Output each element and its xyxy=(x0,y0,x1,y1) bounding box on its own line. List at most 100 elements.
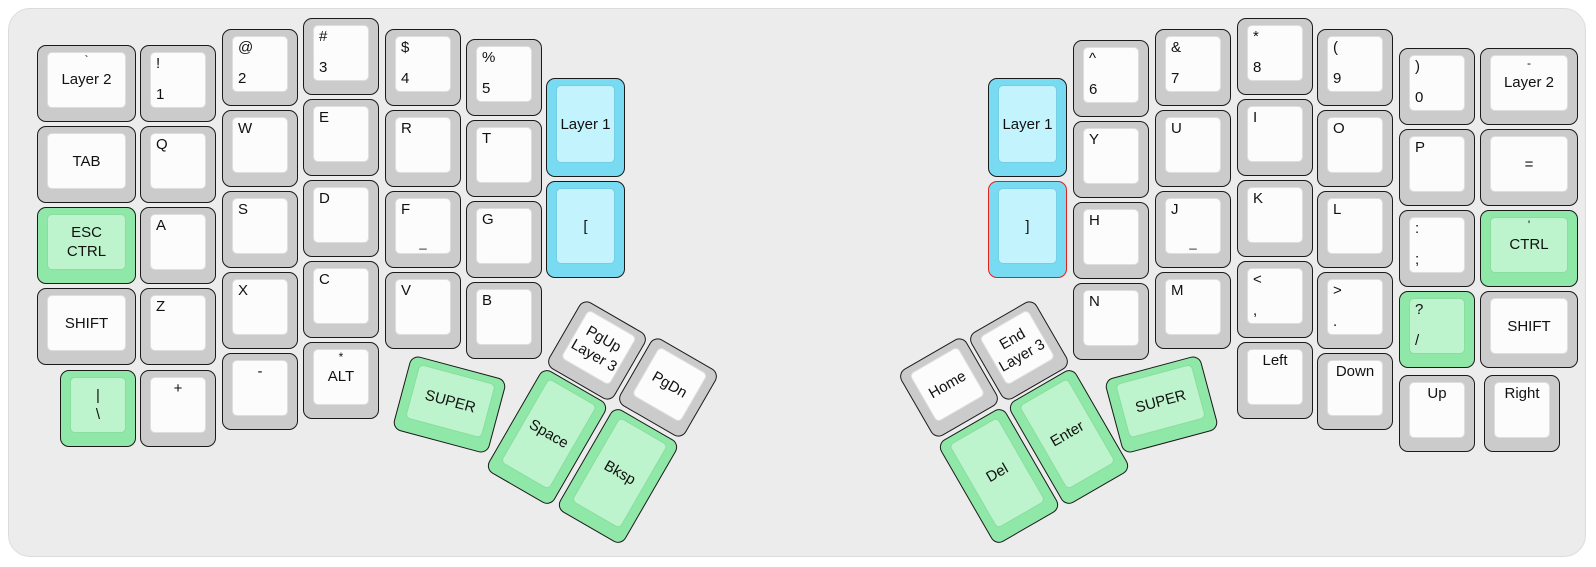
key-g[interactable]: G xyxy=(466,201,542,278)
key-label: / xyxy=(1415,332,1420,349)
key-label: Q xyxy=(156,136,168,153)
keycap-surface: M xyxy=(1165,279,1221,335)
key-k[interactable]: K xyxy=(1237,180,1313,257)
key-shift-right[interactable]: SHIFT xyxy=(1480,291,1578,368)
key-label: R xyxy=(401,120,412,137)
key-label: 8 xyxy=(1253,59,1262,76)
key-1[interactable]: !1 xyxy=(140,45,216,122)
key-label: > xyxy=(1333,282,1342,299)
key-label: 7 xyxy=(1171,70,1180,87)
key-down-arrow[interactable]: Down xyxy=(1317,353,1393,430)
key-plus[interactable]: + xyxy=(140,370,216,447)
key-label: 0 xyxy=(1415,89,1424,106)
key-pipe-backslash[interactable]: |\ xyxy=(60,370,136,447)
keycap-surface: Layer 1 xyxy=(556,85,615,163)
key-l[interactable]: L xyxy=(1317,191,1393,268)
key-5[interactable]: %5 xyxy=(466,39,542,116)
key-r[interactable]: R xyxy=(385,110,461,187)
key-minus-left[interactable]: - xyxy=(222,353,298,430)
key-n[interactable]: N xyxy=(1073,283,1149,360)
key-alt[interactable]: *ALT xyxy=(303,342,379,419)
key-label: F xyxy=(401,201,411,218)
key-slash[interactable]: ?/ xyxy=(1399,291,1475,368)
key-left-bracket[interactable]: [ xyxy=(546,181,625,278)
key-a[interactable]: A xyxy=(140,207,216,284)
key-8[interactable]: *8 xyxy=(1237,18,1313,95)
key-label: N xyxy=(1089,293,1100,310)
key-label: Right xyxy=(1504,385,1540,402)
keycap-surface: :; xyxy=(1409,217,1465,273)
key-label: ! xyxy=(156,55,161,72)
key-b[interactable]: B xyxy=(466,282,542,359)
key-shift-left[interactable]: SHIFT xyxy=(37,288,136,365)
key-f[interactable]: F_ xyxy=(385,191,461,268)
key-9[interactable]: (9 xyxy=(1317,29,1393,106)
key-y[interactable]: Y xyxy=(1073,121,1149,198)
keycap-surface: P xyxy=(1409,136,1465,192)
keycap-surface: Up xyxy=(1409,382,1465,438)
key-u[interactable]: U xyxy=(1155,110,1231,187)
key-left-arrow[interactable]: Left xyxy=(1237,342,1313,419)
key-0[interactable]: )0 xyxy=(1399,48,1475,125)
keycap-surface: Right xyxy=(1494,382,1550,438)
key-e[interactable]: E xyxy=(303,99,379,176)
key-h[interactable]: H xyxy=(1073,202,1149,279)
key-tab[interactable]: TAB xyxy=(37,126,136,203)
keycap-surface: SUPER xyxy=(404,363,496,438)
key-label: Bksp xyxy=(601,457,639,489)
key-label: SHIFT xyxy=(64,314,109,332)
keycap-surface: *ALT xyxy=(313,349,369,405)
key-2[interactable]: @2 xyxy=(222,29,298,106)
key-layer2-left[interactable]: `Layer 2 xyxy=(37,45,136,122)
key-ctrl-right[interactable]: 'CTRL xyxy=(1480,210,1578,287)
keycap-surface: -Layer 2 xyxy=(1490,55,1568,111)
key-q[interactable]: Q xyxy=(140,126,216,203)
key-label: ` xyxy=(84,53,89,67)
keycap-surface: E xyxy=(313,106,369,162)
key-label: - xyxy=(257,363,263,380)
key-super-left[interactable]: SUPER xyxy=(391,354,507,454)
key-d[interactable]: D xyxy=(303,180,379,257)
key-super-right[interactable]: SUPER xyxy=(1103,354,1219,454)
key-x[interactable]: X xyxy=(222,272,298,349)
key-up-arrow[interactable]: Up xyxy=(1399,375,1475,452)
key-label: D xyxy=(319,190,330,207)
key-3[interactable]: #3 xyxy=(303,18,379,95)
key-label: ; xyxy=(1415,251,1420,268)
key-p[interactable]: P xyxy=(1399,129,1475,206)
key-right-arrow[interactable]: Right xyxy=(1484,375,1560,452)
key-7[interactable]: &7 xyxy=(1155,29,1231,106)
key-t[interactable]: T xyxy=(466,120,542,197)
key-layer1-right[interactable]: Layer 1 xyxy=(988,78,1067,177)
key-i[interactable]: I xyxy=(1237,99,1313,176)
key-equals[interactable]: = xyxy=(1480,129,1578,206)
key-c[interactable]: C xyxy=(303,261,379,338)
keycap-surface: + xyxy=(150,377,206,433)
key-z[interactable]: Z xyxy=(140,288,216,365)
key-v[interactable]: V xyxy=(385,272,461,349)
key-label: 1 xyxy=(156,86,165,103)
key-layer1-left[interactable]: Layer 1 xyxy=(546,78,625,177)
key-semicolon[interactable]: :; xyxy=(1399,210,1475,287)
keycap-surface: S xyxy=(232,198,288,254)
key-right-bracket[interactable]: ] xyxy=(988,181,1067,278)
key-layer2-right[interactable]: -Layer 2 xyxy=(1480,48,1578,125)
key-label: B xyxy=(482,292,493,309)
key-period[interactable]: >. xyxy=(1317,272,1393,349)
key-o[interactable]: O xyxy=(1317,110,1393,187)
key-label: Z xyxy=(156,298,166,315)
key-4[interactable]: $4 xyxy=(385,29,461,106)
key-6[interactable]: ^6 xyxy=(1073,40,1149,117)
key-w[interactable]: W xyxy=(222,110,298,187)
key-label: ^ xyxy=(1089,50,1097,67)
key-label: CTRL xyxy=(1509,236,1549,253)
key-label: Del xyxy=(983,459,1012,486)
key-j[interactable]: J_ xyxy=(1155,191,1231,268)
key-comma[interactable]: <, xyxy=(1237,261,1313,338)
key-label: * xyxy=(1253,28,1259,45)
key-m[interactable]: M xyxy=(1155,272,1231,349)
key-label: M xyxy=(1171,282,1184,299)
key-s[interactable]: S xyxy=(222,191,298,268)
